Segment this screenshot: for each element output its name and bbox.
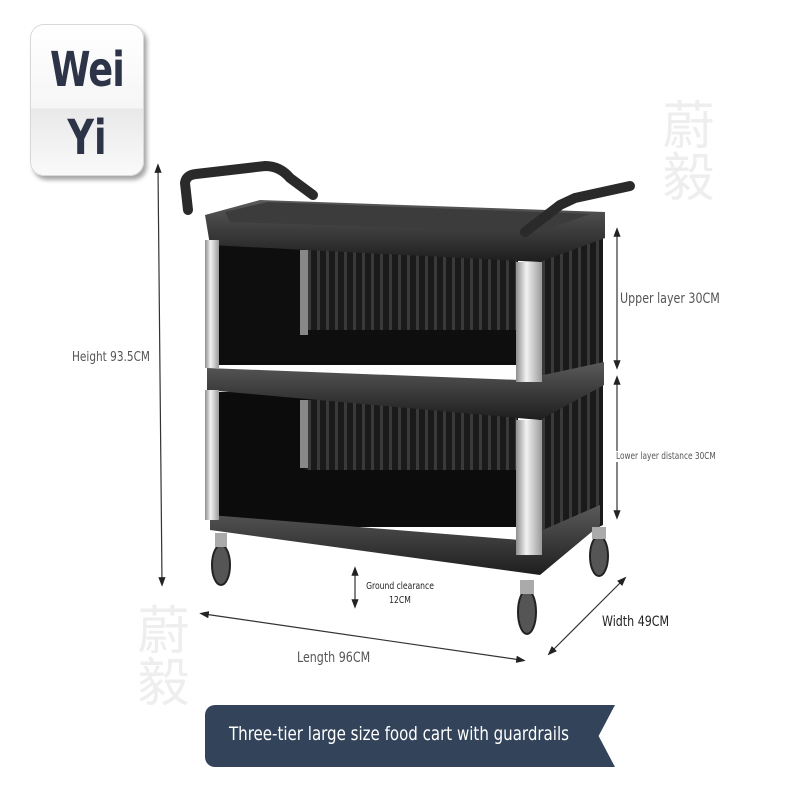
width-label: Width 49CM: [602, 614, 670, 630]
product-title-banner: Three-tier large size food cart with gua…: [205, 705, 615, 767]
brand-logo: Wei Yi: [30, 24, 144, 176]
height-arrow: [154, 163, 166, 587]
ground-clearance-label: Ground clearance 12CM: [366, 580, 434, 608]
length-label: Length 96CM: [297, 650, 371, 666]
logo-line-1: Wei: [50, 42, 125, 98]
ground-clearance-line-2: 12CM: [389, 595, 411, 606]
ground-clearance-line-1: Ground clearance: [366, 581, 434, 592]
product-title: Three-tier large size food cart with gua…: [229, 723, 569, 745]
upper-layer-label: Upper layer 30CM: [620, 291, 720, 307]
watermark-top-right: 蔚毅: [653, 98, 713, 202]
lower-layer-label: Lower layer distance 30CM: [616, 451, 716, 462]
logo-line-2: Yi: [67, 110, 107, 166]
watermark-bottom-left: 蔚毅: [128, 603, 188, 707]
height-label: Height 93.5CM: [72, 350, 151, 365]
